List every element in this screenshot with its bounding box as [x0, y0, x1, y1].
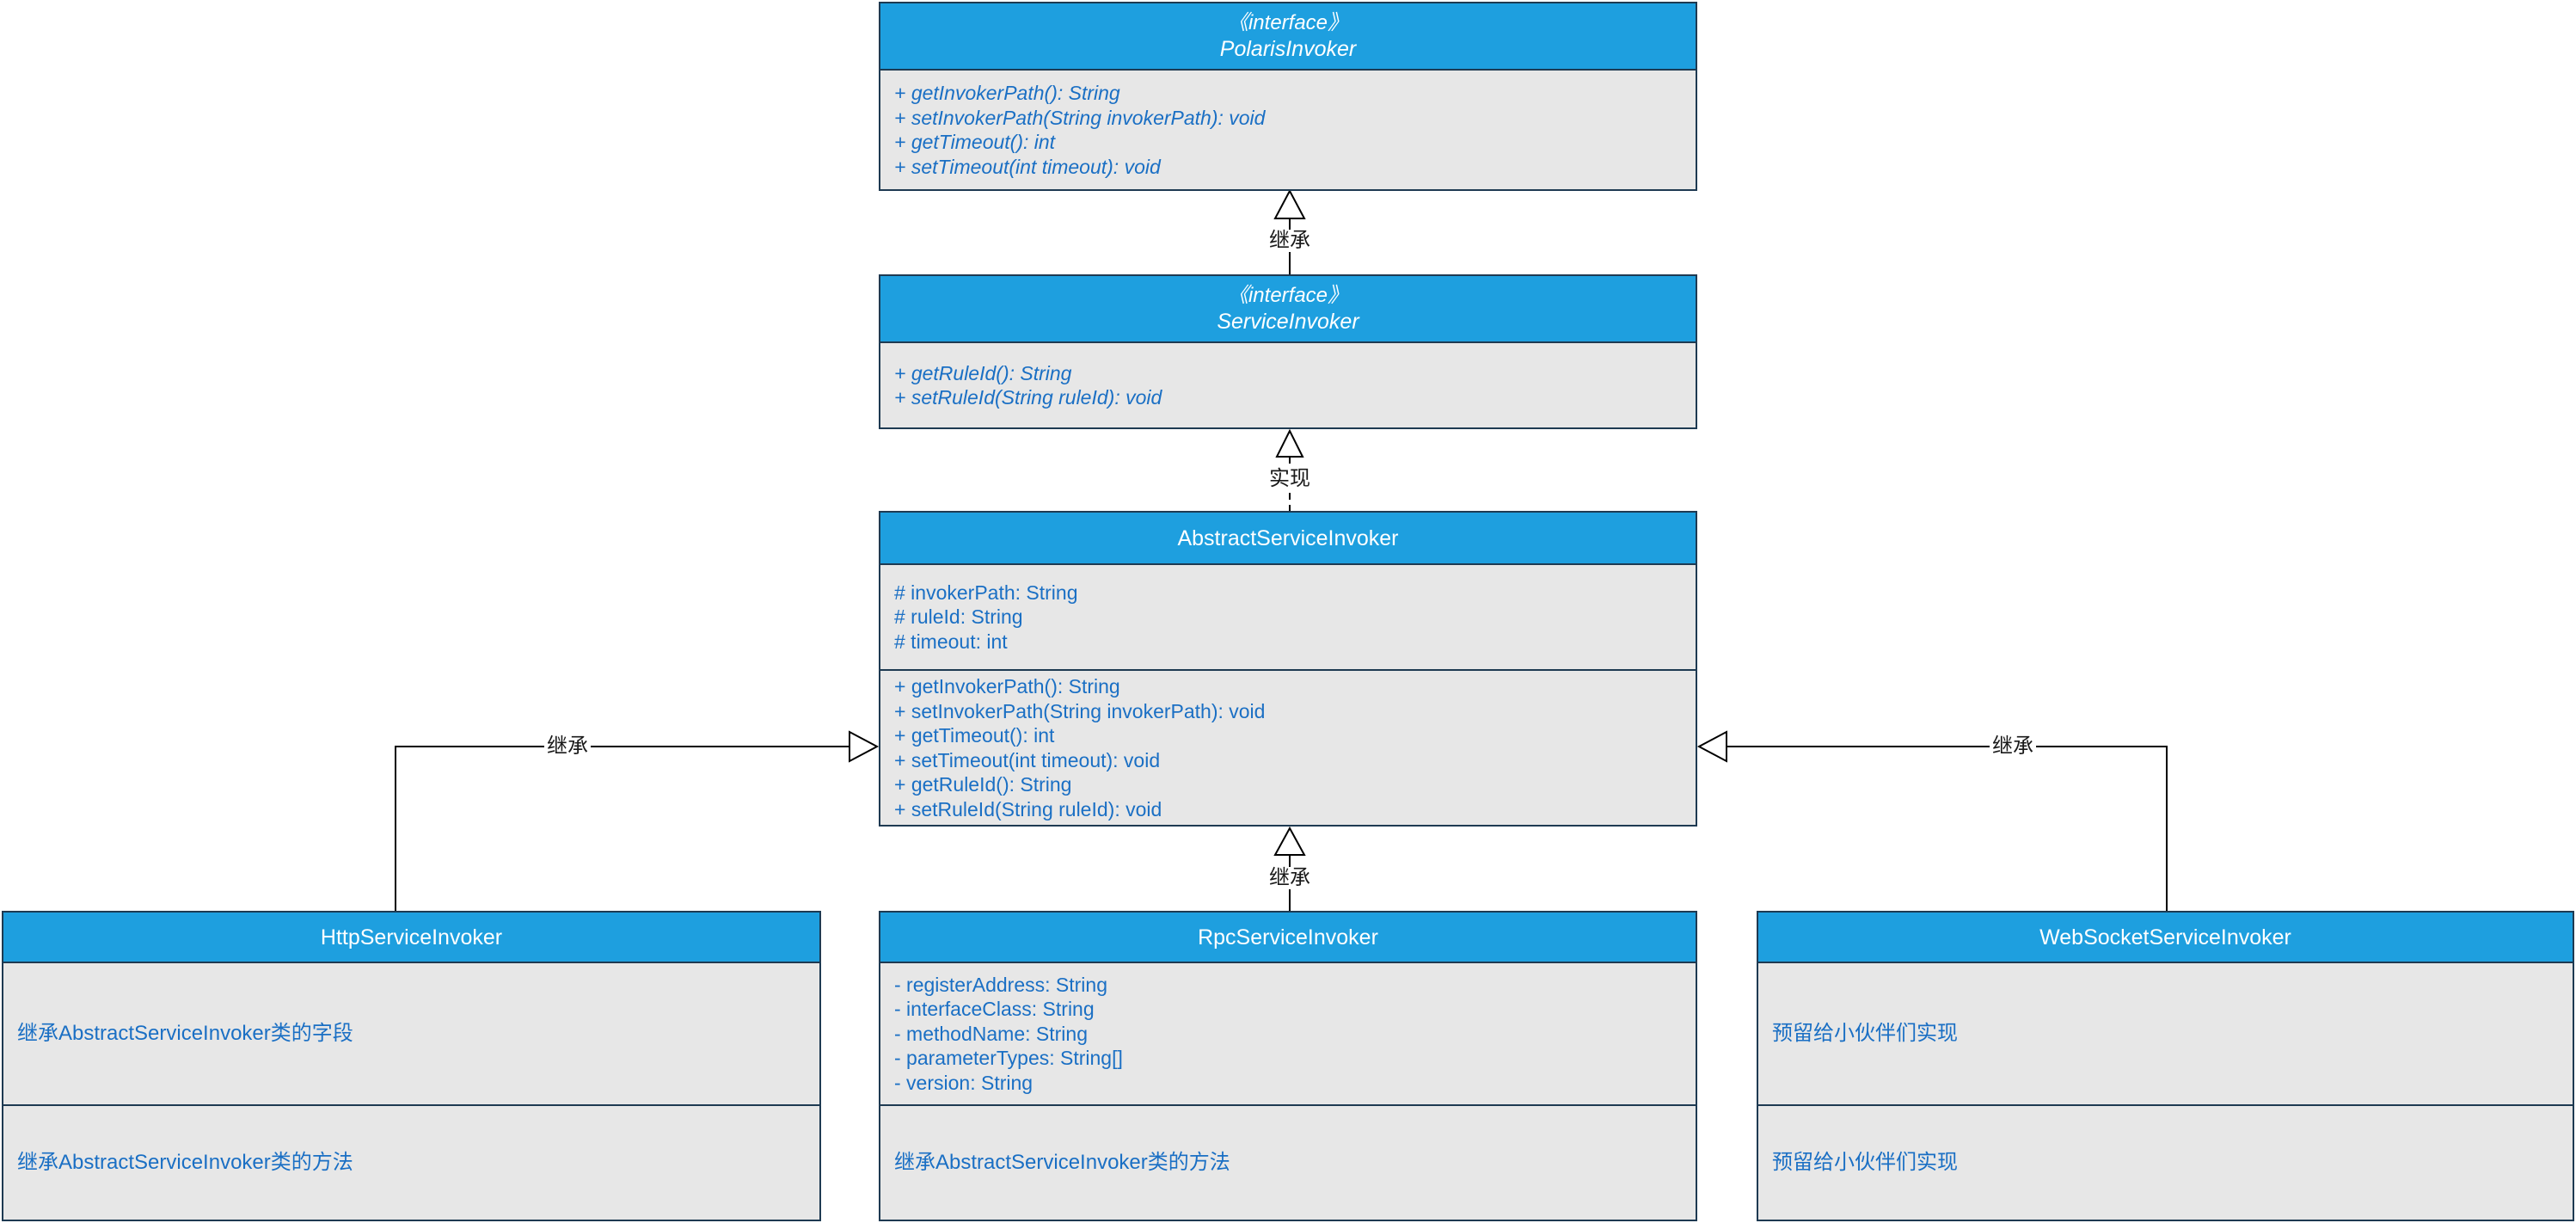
hollow-triangle-arrowhead — [1696, 730, 1727, 763]
method-item: + setRuleId(String ruleId): void — [894, 386, 1162, 409]
method-item: + getTimeout(): int — [894, 724, 1055, 747]
field-item: # timeout: int — [894, 630, 1008, 653]
edge-label-extends-bottom: 继承 — [1267, 867, 1313, 889]
field-item: # ruleId: String — [894, 605, 1023, 629]
fields-section: - registerAddress: String - interfaceCla… — [880, 963, 1696, 1104]
field-item: - interfaceClass: String — [894, 998, 1095, 1021]
method-item: 继承AbstractServiceInvoker类的方法 — [894, 1150, 1230, 1174]
hollow-triangle-arrowhead — [1273, 188, 1306, 219]
class-box-abstract-service-invoker[interactable]: AbstractServiceInvoker # invokerPath: St… — [879, 511, 1697, 827]
method-item: + getRuleId(): String — [894, 773, 1072, 796]
field-item: - methodName: String — [894, 1022, 1088, 1045]
field-item: 预留给小伙伴们实现 — [1772, 1021, 1958, 1045]
class-name: WebSocketServiceInvoker — [2039, 925, 2291, 950]
edge-label-extends-top: 继承 — [1267, 230, 1313, 252]
methods-section: + getRuleId(): String + setRuleId(String… — [880, 343, 1696, 427]
method-item: + setInvokerPath(String invokerPath): vo… — [894, 699, 1266, 722]
class-name: PolarisInvoker — [1219, 37, 1357, 61]
class-name: ServiceInvoker — [1217, 310, 1359, 334]
fields-section: # invokerPath: String # ruleId: String #… — [880, 565, 1696, 669]
method-item: + setTimeout(int timeout): void — [894, 748, 1161, 771]
hollow-triangle-arrowhead — [1273, 826, 1306, 856]
inheritance-connector-websocket-to-abstract[interactable] — [1696, 730, 2168, 911]
method-item: + setTimeout(int timeout): void — [894, 155, 1161, 178]
class-box-rpc-service-invoker[interactable]: RpcServiceInvoker - registerAddress: Str… — [879, 911, 1697, 1221]
methods-section: 预留给小伙伴们实现 — [1758, 1104, 2573, 1220]
inheritance-connector-http-to-abstract[interactable] — [395, 730, 880, 911]
class-header: HttpServiceInvoker — [3, 913, 819, 963]
class-name: HttpServiceInvoker — [320, 925, 503, 950]
hollow-triangle-arrowhead — [1275, 428, 1304, 458]
field-item: # invokerPath: String — [894, 581, 1078, 604]
class-header: AbstractServiceInvoker — [880, 513, 1696, 565]
class-name: AbstractServiceInvoker — [1177, 525, 1399, 550]
class-header: RpcServiceInvoker — [880, 913, 1696, 963]
class-header: 《interface》 ServiceInvoker — [880, 276, 1696, 343]
class-header: 《interface》 PolarisInvoker — [880, 3, 1696, 71]
class-box-websocket-service-invoker[interactable]: WebSocketServiceInvoker 预留给小伙伴们实现 预留给小伙伴… — [1757, 911, 2574, 1221]
method-item: + getInvokerPath(): String — [894, 675, 1120, 698]
class-name: RpcServiceInvoker — [1198, 925, 1378, 950]
method-item: 预留给小伙伴们实现 — [1772, 1150, 1958, 1174]
methods-section: + getInvokerPath(): String + setInvokerP… — [880, 71, 1696, 189]
class-box-service-invoker[interactable]: 《interface》 ServiceInvoker + getRuleId()… — [879, 274, 1697, 429]
methods-section: 继承AbstractServiceInvoker类的方法 — [3, 1104, 819, 1220]
field-item: - parameterTypes: String[] — [894, 1047, 1123, 1070]
method-item: + getRuleId(): String — [894, 361, 1072, 384]
methods-section: 继承AbstractServiceInvoker类的方法 — [880, 1104, 1696, 1220]
method-item: + getTimeout(): int — [894, 131, 1056, 153]
edge-label-realizes: 实现 — [1267, 468, 1313, 490]
edge-label-extends-left: 继承 — [544, 735, 591, 758]
field-item: - registerAddress: String — [894, 973, 1107, 996]
method-item: + setInvokerPath(String invokerPath): vo… — [894, 106, 1266, 129]
method-item: 继承AbstractServiceInvoker类的方法 — [17, 1150, 353, 1174]
stereotype-label: 《interface》 — [1227, 284, 1349, 307]
class-box-polaris-invoker[interactable]: 《interface》 PolarisInvoker + getInvokerP… — [879, 2, 1697, 191]
class-header: WebSocketServiceInvoker — [1758, 913, 2573, 963]
fields-section: 预留给小伙伴们实现 — [1758, 963, 2573, 1104]
hollow-triangle-arrowhead — [849, 730, 880, 763]
stereotype-label: 《interface》 — [1227, 11, 1349, 34]
class-box-http-service-invoker[interactable]: HttpServiceInvoker 继承AbstractServiceInvo… — [2, 911, 821, 1221]
method-item: + setRuleId(String ruleId): void — [894, 797, 1162, 820]
field-item: 继承AbstractServiceInvoker类的字段 — [17, 1021, 353, 1045]
edge-label-extends-right: 继承 — [1990, 735, 2036, 758]
methods-section: + getInvokerPath(): String + setInvokerP… — [880, 669, 1696, 825]
method-item: + getInvokerPath(): String — [894, 82, 1120, 104]
fields-section: 继承AbstractServiceInvoker类的字段 — [3, 963, 819, 1104]
field-item: - version: String — [894, 1071, 1033, 1094]
